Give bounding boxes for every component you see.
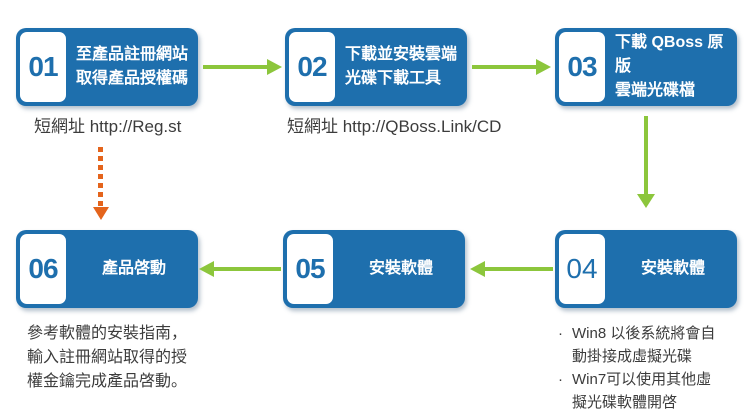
- step-01-title: 至產品註冊網站 取得產品授權碼: [76, 28, 192, 106]
- step-01-title-line2: 取得產品授權碼: [76, 70, 189, 87]
- step-04-number: 04: [566, 253, 598, 284]
- step-03-title: 下載 QBoss 原版 雲端光碟檔: [615, 28, 731, 106]
- step-01-title-line1: 至產品註冊網站: [76, 46, 189, 63]
- step-box-06: 06 產品啓動: [16, 230, 198, 308]
- step-box-03: 03 下載 QBoss 原版 雲端光碟檔: [555, 28, 737, 106]
- step-04-title: 安裝軟體: [615, 230, 731, 308]
- arrow-down-icon: [93, 207, 109, 220]
- step-03-number: 03: [567, 51, 597, 82]
- bullet-text: Win8 以後系統將會自動掛接成虛擬光碟: [572, 322, 715, 368]
- bullet-dot: ·: [558, 371, 563, 388]
- step-box-04: 04 安裝軟體: [555, 230, 737, 308]
- step-05-number-panel: 05: [287, 234, 333, 304]
- step-06-number: 06: [28, 253, 58, 284]
- note-step6-line1: 參考軟體的安裝指南，: [27, 325, 188, 342]
- step-06-title: 產品啓動: [76, 230, 192, 308]
- arrow-right-icon: [536, 59, 551, 75]
- step-05-title-line1: 安裝軟體: [368, 260, 433, 277]
- dashed-arrow-line: [98, 147, 103, 207]
- bullet2-line1: Win7可以使用其他虛: [572, 371, 712, 388]
- step-05-number: 05: [295, 253, 325, 284]
- step-02-number: 02: [297, 51, 327, 82]
- step-03-title-line1: 下載 QBoss 原版: [615, 34, 724, 75]
- step-box-05: 05 安裝軟體: [283, 230, 465, 308]
- step-04-number-panel: 04: [559, 234, 605, 304]
- note-step6-line3: 權金鑰完成產品啓動。: [27, 373, 188, 390]
- bullet-text: Win7可以使用其他虛擬光碟軟體開啓: [572, 368, 711, 414]
- caption-step2-url: 短網址 http://QBoss.Link/CD: [287, 117, 502, 136]
- step-01-number: 01: [28, 51, 58, 82]
- arrow-line: [485, 267, 553, 271]
- arrow-line: [472, 65, 538, 69]
- step-05-title: 安裝軟體: [343, 230, 459, 308]
- step-box-02: 02 下載並安裝雲端 光碟下載工具: [285, 28, 467, 106]
- step-03-title-line2: 雲端光碟檔: [615, 82, 696, 99]
- arrow-line: [214, 267, 281, 271]
- arrow-left-icon: [199, 261, 214, 277]
- step-02-title-line1: 下載並安裝雲端: [345, 46, 458, 63]
- step-02-number-panel: 02: [289, 32, 335, 102]
- step-06-title-line1: 產品啓動: [101, 260, 166, 277]
- note-step4-bullet2: · Win7可以使用其他虛擬光碟軟體開啓: [558, 368, 740, 414]
- arrow-down-icon: [637, 194, 655, 208]
- note-step6-line2: 輸入註冊網站取得的授: [27, 349, 188, 366]
- arrow-line: [644, 116, 648, 194]
- caption-step1-url: 短網址 http://Reg.st: [34, 117, 182, 136]
- arrow-left-icon: [470, 261, 485, 277]
- note-step6: 參考軟體的安裝指南， 輸入註冊網站取得的授 權金鑰完成產品啓動。: [27, 322, 207, 394]
- arrow-line: [203, 65, 269, 69]
- step-02-title-line2: 光碟下載工具: [345, 70, 442, 87]
- step-04-title-line1: 安裝軟體: [640, 260, 705, 277]
- bullet1-line1: Win8 以後系統將會自: [572, 325, 716, 342]
- step-box-01: 01 至產品註冊網站 取得產品授權碼: [16, 28, 198, 106]
- arrow-right-icon: [267, 59, 282, 75]
- step-06-number-panel: 06: [20, 234, 66, 304]
- note-step4: · Win8 以後系統將會自動掛接成虛擬光碟 · Win7可以使用其他虛擬光碟軟…: [558, 322, 740, 414]
- note-step4-bullet1: · Win8 以後系統將會自動掛接成虛擬光碟: [558, 322, 740, 368]
- bullet-dot: ·: [558, 325, 563, 342]
- step-01-number-panel: 01: [20, 32, 66, 102]
- step-03-number-panel: 03: [559, 32, 605, 102]
- step-02-title: 下載並安裝雲端 光碟下載工具: [345, 28, 461, 106]
- bullet2-line2: 擬光碟軟體開啓: [572, 394, 678, 411]
- bullet1-line2: 動掛接成虛擬光碟: [572, 348, 693, 365]
